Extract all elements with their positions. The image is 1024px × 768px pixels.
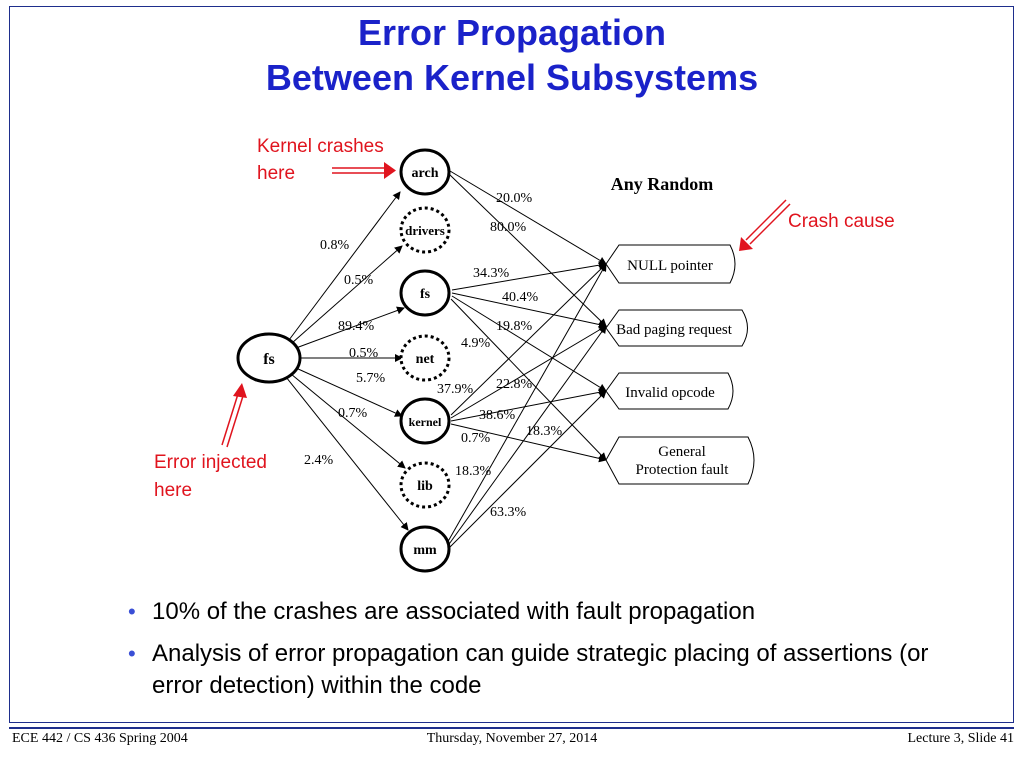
edge-fs-lib	[290, 373, 406, 469]
edge-fs-kernel	[295, 367, 403, 417]
edge-kernel-null	[450, 263, 607, 416]
kernel-crashes-arrow	[332, 162, 396, 179]
bullet-list: • 10% of the crashes are associated with…	[120, 596, 980, 712]
edge-fs-paging	[451, 292, 607, 329]
pct-arch-paging: 80.0%	[490, 220, 527, 235]
node-kernel: kernel	[399, 397, 451, 445]
edge-fs-drivers	[291, 245, 403, 344]
pct-mm-paging: 18.3%	[455, 464, 492, 479]
pct-mm-null: 0.7%	[461, 431, 491, 446]
pct-kernel-paging: 37.9%	[437, 382, 474, 397]
pct-fs-invalid: 19.8%	[496, 319, 533, 334]
edge-mm-invalid	[447, 390, 607, 550]
node-net-label: net	[416, 352, 435, 367]
crash-cause-arrow	[739, 199, 791, 251]
edge-arch-null	[449, 170, 607, 265]
cause-invalid-opcode-label: Invalid opcode	[625, 385, 715, 401]
pct-fs-kernel: 5.7%	[356, 371, 386, 386]
fs-propagation-labels: 0.8% 0.5% 89.4% 0.5% 5.7% 0.7% 2.4%	[304, 238, 386, 468]
node-fs-label: fs	[420, 287, 431, 302]
edge-fs-null	[451, 261, 607, 291]
node-fs-source-label: fs	[263, 351, 275, 368]
bullet-item: • Analysis of error propagation can guid…	[120, 638, 980, 702]
fs-propagation-edges	[285, 191, 409, 531]
node-lib-label: lib	[417, 479, 433, 494]
cause-null-pointer-label: NULL pointer	[627, 258, 713, 274]
slide-title-line-2: Between Kernel Subsystems	[265, 57, 759, 98]
cause-bad-paging-shape	[605, 309, 748, 347]
node-fs: fs	[399, 269, 451, 317]
bullet-dot-icon: •	[128, 599, 136, 624]
pct-fs-drivers: 0.5%	[344, 273, 374, 288]
pct-fs-net: 0.5%	[349, 346, 379, 361]
node-arch-label: arch	[412, 166, 439, 181]
bullet-text: Analysis of error propagation can guide …	[152, 640, 929, 699]
pct-fs-null: 34.3%	[473, 266, 510, 281]
node-lib: lib	[399, 461, 451, 509]
edge-kernel-paging	[450, 325, 607, 419]
node-drivers-label: drivers	[405, 223, 445, 238]
edge-mm-paging	[446, 325, 607, 548]
edge-fs-fs	[295, 306, 405, 349]
edge-fs-arch	[288, 191, 401, 341]
any-random-heading: Any Random	[611, 174, 714, 194]
node-mm: mm	[399, 525, 451, 573]
pct-kernel-invalid: 38.6%	[479, 408, 516, 423]
pct-fs-lib: 0.7%	[338, 406, 368, 421]
crash-cause-annotation: Crash cause	[788, 211, 895, 232]
footer-divider	[9, 727, 1014, 729]
crash-percent-labels: 20.0% 80.0% 34.3% 40.4% 19.8% 4.9% 22.8%…	[437, 191, 563, 520]
footer-date: Thursday, November 27, 2014	[426, 731, 598, 746]
bullet-text: 10% of the crashes are associated with f…	[152, 598, 756, 625]
edge-mm-null	[445, 263, 607, 546]
node-arch: arch	[399, 148, 451, 196]
node-drivers: drivers	[399, 206, 451, 254]
node-kernel-label: kernel	[409, 415, 442, 429]
edge-arch-paging	[449, 174, 607, 327]
pct-kernel-null: 22.8%	[496, 377, 533, 392]
error-injected-arrow	[221, 383, 247, 448]
pct-fs-paging: 40.4%	[502, 290, 539, 305]
pct-fs-mm: 2.4%	[304, 453, 334, 468]
slide-title-line-1: Error Propagation	[357, 12, 667, 53]
pct-fs-fs: 89.4%	[338, 319, 375, 334]
edge-fs-gpf	[450, 298, 607, 461]
cause-bad-paging-label: Bad paging request	[616, 322, 733, 338]
pct-fs-arch: 0.8%	[320, 238, 350, 253]
node-mm-label: mm	[413, 543, 437, 558]
edge-fs-invalid	[451, 295, 607, 392]
bullet-dot-icon: •	[128, 641, 136, 666]
cause-null-pointer-shape	[605, 244, 736, 284]
node-net: net	[399, 334, 451, 382]
crash-cause-edges	[445, 170, 607, 550]
pct-fs-gpf: 4.9%	[461, 336, 491, 351]
edge-kernel-gpf	[450, 423, 607, 463]
footer-slide-number: Lecture 3, Slide 41	[907, 731, 1014, 746]
edge-fs-mm	[285, 376, 409, 531]
bullet-item: • 10% of the crashes are associated with…	[120, 596, 980, 628]
slide-frame	[9, 6, 1014, 723]
pct-arch-null: 20.0%	[496, 191, 533, 206]
node-fs-source: fs	[236, 332, 302, 384]
footer-course: ECE 442 / CS 436 Spring 2004	[12, 731, 188, 746]
pct-mm-invalid: 63.3%	[490, 505, 527, 520]
cause-gpf-shape	[605, 436, 755, 485]
pct-kernel-gpf: 18.3%	[526, 424, 563, 439]
edge-kernel-invalid	[450, 388, 607, 422]
cause-invalid-opcode-shape	[605, 372, 734, 410]
